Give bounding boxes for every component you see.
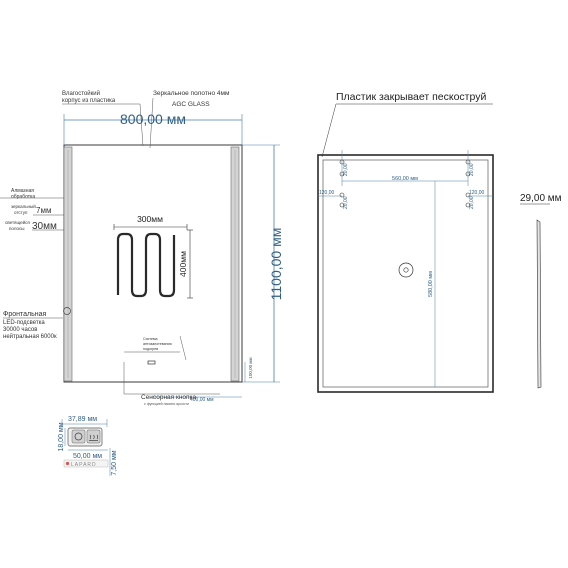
front-view: 800,00 мм 1100,00 мм Влагостойкий корпус… (0, 90, 284, 406)
defog-button (71, 429, 86, 444)
label-defog-1: Система (143, 337, 157, 341)
button-width-top: 37,89 мм (68, 416, 97, 423)
label-body-1: Влагостойкий (62, 90, 100, 97)
heater-width: 300мм (137, 214, 163, 224)
side-view: 29,00 мм (520, 193, 562, 389)
led-callout-marker (63, 307, 71, 315)
back-panel-inner (322, 159, 489, 388)
label-led-3: 30000 часов (3, 327, 37, 333)
button-height: 18,00 мм (58, 422, 65, 451)
heater-coil (116, 232, 176, 298)
width-dimension: 800,00 мм (120, 111, 186, 127)
button-width-bottom: 50,00 мм (73, 453, 102, 460)
label-glass-1: Зеркальное полотно 4мм (153, 90, 230, 97)
heating-pad: 300мм 400мм (113, 214, 193, 299)
side-depth: 29,00 мм (520, 193, 562, 204)
heat-button (86, 429, 101, 444)
hole-dim-top-left: 20,00 (343, 163, 349, 176)
edge-right: 120,00 (469, 190, 485, 196)
hole-top-right (465, 150, 471, 186)
label-sensor: Сенсорная кнопка (141, 394, 197, 401)
light-icon (74, 432, 83, 441)
back-panel-outer (317, 154, 494, 393)
sensor-height: 100,00 мм (248, 357, 253, 378)
button-depth: 7,50 мм (111, 450, 118, 475)
label-led-2: LED-подсветка (3, 320, 45, 326)
hole-bottom-left (339, 192, 345, 208)
label-strip-1: светящейся (5, 219, 30, 225)
hole-bottom-right (465, 192, 471, 208)
strip-value: 30мм (32, 221, 57, 232)
mirror-indent-value: 7мм (36, 206, 51, 215)
label-diamond-2: обработка (11, 194, 35, 200)
edge-left: 120,00 (319, 190, 335, 196)
hole-dim-bottom-right: 20,00 (469, 196, 475, 209)
vertical-dim: 580,00 мм (428, 271, 434, 297)
center-connector (398, 262, 414, 278)
label-indent-1: зеркальный (11, 203, 36, 209)
label-led-4: нейтральная 6000к (3, 333, 57, 340)
side-profile (536, 219, 542, 389)
height-dimension: 1100,00 мм (268, 228, 284, 301)
label-indent-2: отступ (14, 210, 28, 215)
label-sensor-sub: с функцией памяти яркости (144, 402, 189, 406)
brand-logo: LAPARD (71, 462, 97, 468)
hole-top-left (339, 150, 345, 186)
hole-dim-top-right: 20,00 (469, 163, 475, 176)
heater-height: 400мм (178, 251, 188, 277)
label-glass-2: AGC GLASS (172, 101, 210, 108)
label-diamond-1: Алмазная (11, 188, 34, 194)
sensor-button (147, 360, 156, 365)
label-strip-2: полосы (9, 226, 25, 231)
button-detail: 37,89 мм 18,00 мм 50,00 мм LAPARD 7,50 м… (58, 416, 118, 476)
sensor-offset: 400,00 мм (190, 397, 214, 403)
back-view-title: Пластик закрывает пескоструй (336, 91, 486, 103)
back-view: Пластик закрывает пескоструй 20,00 20,00… (317, 91, 494, 393)
between-holes: 560,00 мм (392, 176, 418, 182)
label-led-1: Фронтальная (3, 311, 46, 318)
label-defog-3: подогрев (143, 347, 158, 351)
brand-strip (63, 459, 109, 468)
label-defog-2: антизапотевания (143, 342, 172, 346)
heat-icon (89, 434, 99, 441)
hole-dim-bottom-left: 20,00 (343, 196, 349, 209)
label-body-2: корпус из пластика (62, 98, 116, 104)
